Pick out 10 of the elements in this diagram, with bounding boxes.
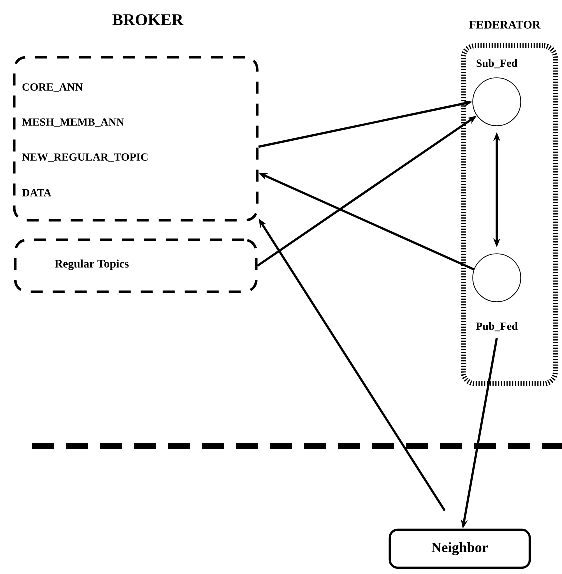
heading: FEDERATOR <box>469 21 541 29</box>
node-label: Pub_Fed <box>476 322 518 332</box>
node-label: CORE_ANN <box>22 84 83 92</box>
node-label: DATA <box>22 189 52 197</box>
node-label: Regular Topics <box>55 260 129 270</box>
node-label: MESH_MEMB_ANN <box>22 118 124 128</box>
heading: BROKER <box>112 14 184 26</box>
node-label: Neighbor <box>432 542 488 556</box>
node-label: NEW_REGULAR_TOPIC <box>22 154 148 162</box>
node-label: Sub_Fed <box>476 59 518 69</box>
